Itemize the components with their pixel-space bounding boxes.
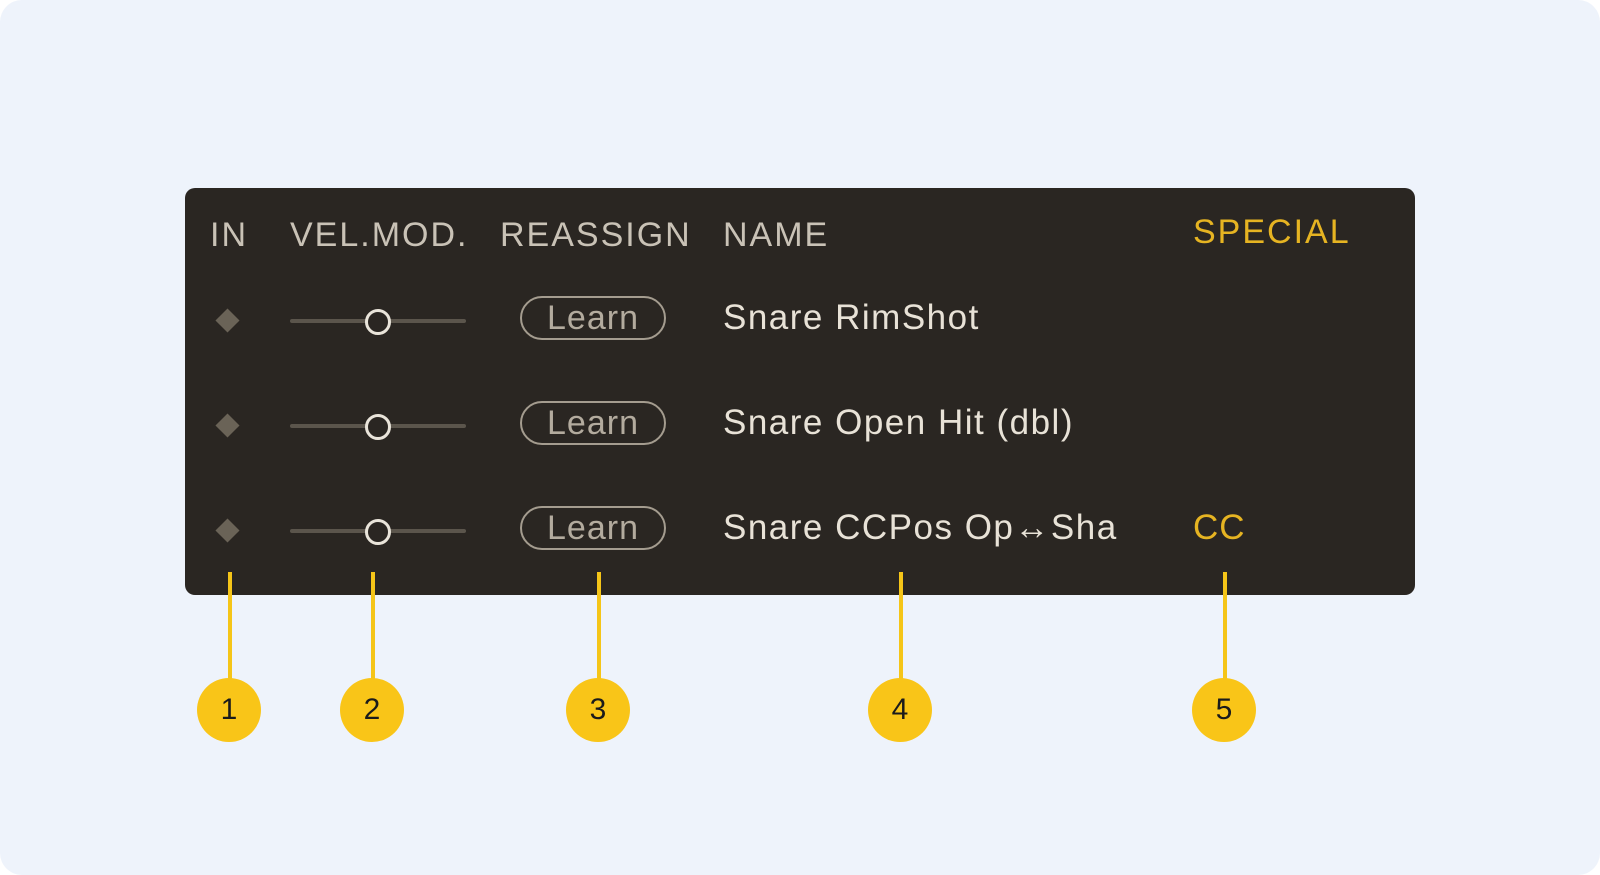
callout-badge-1: 1 [197, 678, 261, 742]
special-value: CC [1193, 508, 1246, 547]
header-special: SPECIAL [1193, 213, 1351, 251]
callout-badge-3: 3 [566, 678, 630, 742]
callout-line-3 [597, 572, 601, 682]
vel-mod-slider[interactable] [290, 410, 466, 442]
header-vel-mod: VEL.MOD. [290, 216, 469, 254]
slider-thumb[interactable] [365, 519, 391, 545]
learn-button[interactable]: Learn [520, 401, 666, 445]
vel-mod-slider[interactable] [290, 305, 466, 337]
callout-badge-5: 5 [1192, 678, 1256, 742]
learn-button[interactable]: Learn [520, 506, 666, 550]
vel-mod-slider[interactable] [290, 515, 466, 547]
in-indicator-diamond-icon[interactable] [215, 518, 240, 543]
header-in: IN [210, 216, 248, 254]
articulation-name: Snare Open Hit (dbl) [723, 403, 1074, 442]
header-reassign: REASSIGN [500, 216, 692, 254]
learn-button[interactable]: Learn [520, 296, 666, 340]
slider-thumb[interactable] [365, 414, 391, 440]
articulation-panel: IN VEL.MOD. REASSIGN NAME SPECIAL Learn … [185, 188, 1415, 595]
articulation-name: Snare RimShot [723, 298, 980, 337]
in-indicator-diamond-icon[interactable] [215, 308, 240, 333]
articulation-row: Learn Snare CCPos Op↔Sha CC [185, 501, 1415, 561]
callout-line-5 [1223, 572, 1227, 682]
slider-thumb[interactable] [365, 309, 391, 335]
callout-badge-2: 2 [340, 678, 404, 742]
callout-line-1 [228, 572, 232, 682]
callout-badge-4: 4 [868, 678, 932, 742]
callout-line-2 [371, 572, 375, 682]
articulation-row: Learn Snare Open Hit (dbl) [185, 396, 1415, 456]
callout-line-4 [899, 572, 903, 682]
articulation-row: Learn Snare RimShot [185, 291, 1415, 351]
in-indicator-diamond-icon[interactable] [215, 413, 240, 438]
header-name: NAME [723, 216, 830, 254]
articulation-name: Snare CCPos Op↔Sha [723, 508, 1118, 547]
